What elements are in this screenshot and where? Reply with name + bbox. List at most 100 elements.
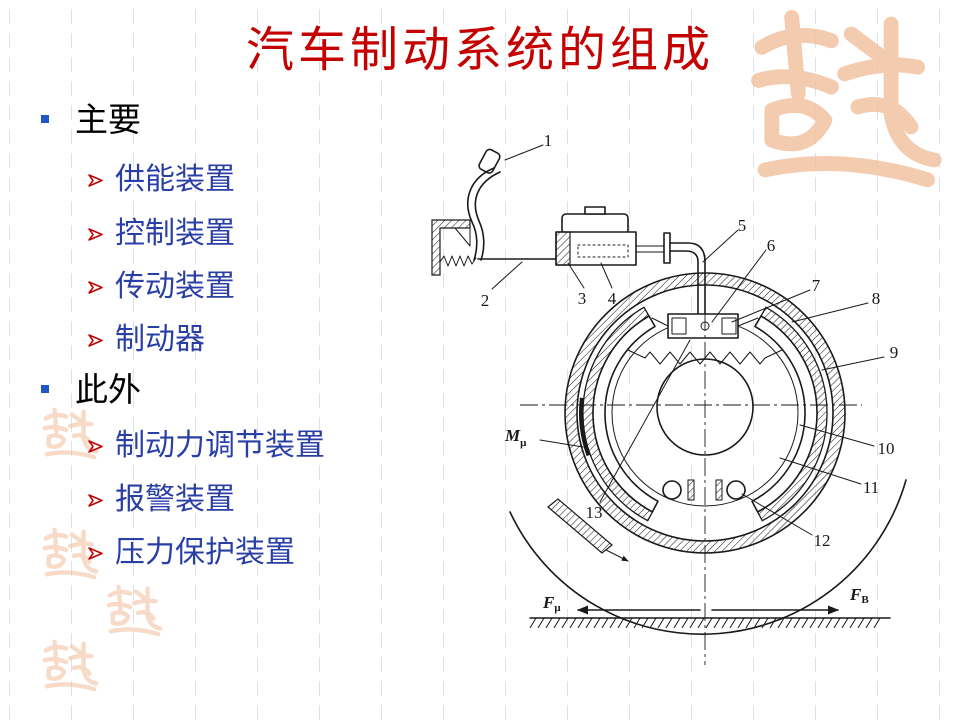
outline-item-label: 制动力调节装置 <box>115 428 325 463</box>
ground-hatch-mark <box>537 617 545 629</box>
leader-5 <box>702 229 739 263</box>
ground-hatch-mark <box>681 617 689 629</box>
arrow-bullet-icon <box>88 494 103 507</box>
braking-force-symbol: F <box>849 585 862 604</box>
braking-force-subscript: B <box>861 594 869 606</box>
ground-hatch-mark <box>569 617 577 629</box>
spring-hook-left <box>627 349 646 359</box>
leader-6 <box>711 249 767 323</box>
ground-hatch-mark <box>817 617 825 629</box>
leader-10 <box>799 424 875 447</box>
ground-hatch-mark <box>841 617 849 629</box>
ground-hatch-mark <box>777 617 785 629</box>
fluid-reservoir <box>561 213 629 235</box>
pedal-mount <box>431 219 471 276</box>
brake-pedal <box>467 148 501 261</box>
reservoir-cap <box>584 206 606 215</box>
ground-hatch-mark <box>633 617 641 629</box>
leader-13 <box>599 339 691 503</box>
ground-hatch-mark <box>745 617 753 629</box>
part-label-5: 5 <box>738 216 747 235</box>
wheel-cylinder-piston-left <box>671 317 687 335</box>
master-cylinder <box>555 206 671 266</box>
ground-hatch-mark <box>545 617 553 629</box>
part-label-3: 3 <box>578 289 587 308</box>
friction-force-label: Fμ <box>542 593 561 614</box>
ground-hatch-mark <box>793 617 801 629</box>
leader-1 <box>504 144 544 161</box>
moment-label: Mμ <box>504 426 527 449</box>
part-label-6: 6 <box>767 236 776 255</box>
ground-hatch-mark <box>857 617 865 629</box>
pedal-arm-edge <box>474 171 501 261</box>
arrow-bullet-icon <box>88 174 103 187</box>
pedal-arm <box>467 167 495 261</box>
friction-force-symbol: F <box>542 593 555 612</box>
ground-hatch-mark <box>649 617 657 629</box>
ground-hatch-mark <box>665 617 673 629</box>
ground-hatch-mark <box>785 617 793 629</box>
ground-hatch-mark <box>601 617 609 629</box>
leader-7 <box>731 289 811 323</box>
arrow-bullet-icon <box>88 440 103 453</box>
ground-hatch-mark <box>713 617 721 629</box>
ground-hatch-mark <box>801 617 809 629</box>
outline-item-label: 报警装置 <box>115 482 235 517</box>
anchor-pin-right <box>726 480 746 500</box>
ground-hatch-mark <box>577 617 585 629</box>
leader-lines <box>491 144 885 536</box>
ground-hatch-mark <box>617 617 625 629</box>
outline-item-label: 供能装置 <box>115 162 235 197</box>
piston-link-right <box>737 317 759 327</box>
pedal-pad <box>478 148 501 174</box>
ground-hatch-mark <box>865 617 873 629</box>
slide-title: 汽车制动系统的组成 <box>245 22 714 78</box>
ground-hatch-mark <box>833 617 841 629</box>
square-bullet-icon <box>41 385 49 393</box>
anchor-support-right <box>715 479 723 501</box>
part-label-8: 8 <box>872 289 881 308</box>
ground-hatch-mark <box>593 617 601 629</box>
brake-drum <box>564 272 846 554</box>
part-label-11: 11 <box>863 478 879 497</box>
leader-2 <box>491 261 523 290</box>
friction-moment-marker <box>579 397 591 457</box>
ground-hatch-mark <box>673 617 681 629</box>
moment-symbol: M <box>504 426 521 445</box>
ground-hatch-mark <box>769 617 777 629</box>
leader-12 <box>741 493 813 536</box>
part-label-7: 7 <box>812 276 821 295</box>
anchor-pin-left <box>662 480 682 500</box>
section-heading-label: 此外 <box>75 370 141 409</box>
cylinder-bore <box>577 244 629 258</box>
part-label-9: 9 <box>890 343 899 362</box>
ground-hatch-mark <box>705 617 713 629</box>
rotation-arrow-band <box>547 498 613 554</box>
square-bullet-icon <box>41 115 49 123</box>
outline-item-label: 传动装置 <box>115 269 235 304</box>
ground-hatch-mark <box>729 617 737 629</box>
ground-hatch-mark <box>737 617 745 629</box>
ground-hatch-mark <box>585 617 593 629</box>
part-label-1: 1 <box>544 131 553 150</box>
friction-force-subscript: μ <box>554 602 561 614</box>
anchor-support-left <box>687 479 695 501</box>
ground-hatch-mark <box>609 617 617 629</box>
arrow-bullet-icon <box>88 281 103 294</box>
ground-hatch-mark <box>641 617 649 629</box>
wheel-cylinder-piston-right <box>721 317 737 335</box>
right-brake-shoe <box>751 315 818 513</box>
part-label-4: 4 <box>608 289 617 308</box>
outlet-flange <box>663 232 671 264</box>
part-label-10: 10 <box>878 439 895 458</box>
ground-hatch-mark <box>561 617 569 629</box>
wheel-tire-outline <box>509 479 907 635</box>
cylinder-piston <box>555 231 571 266</box>
ground-hatch-mark <box>721 617 729 629</box>
leader-8 <box>791 302 869 323</box>
outline-item-label: 压力保护装置 <box>115 535 295 570</box>
spring-hook-right <box>764 349 783 359</box>
arrow-bullet-icon <box>88 334 103 347</box>
